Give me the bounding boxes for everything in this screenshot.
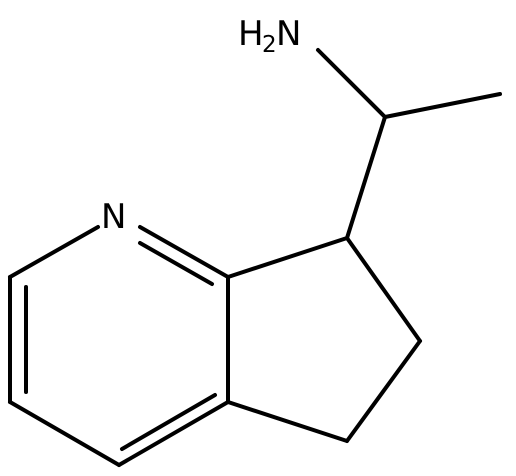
bond-ch-methyl: [383, 92, 502, 119]
amine-n-label: N: [276, 14, 301, 54]
bond-ch-c7: [345, 115, 387, 240]
bond-c7a-n1: [138, 225, 230, 279]
bond-c7a-n1-inner: [138, 241, 214, 286]
amine-h-label: H: [238, 14, 264, 54]
pyridine-n-label: N: [101, 197, 126, 237]
bond-c3-c4: [8, 400, 121, 467]
bond-c7-c7a: [226, 236, 349, 279]
bond-c4-c4a: [117, 400, 230, 467]
bond-c6-c5: [345, 339, 422, 443]
bonds: [8, 48, 502, 467]
bond-c7-c6: [345, 236, 422, 343]
bond-n1-c2: [8, 225, 100, 279]
bond-n-ch: [316, 48, 387, 119]
bond-c5-c4a: [226, 400, 349, 443]
amine-subscript-label: 2: [262, 32, 277, 58]
bond-c4-c4a-inner: [120, 393, 217, 451]
atom-labels: H 2 N N: [101, 14, 301, 237]
